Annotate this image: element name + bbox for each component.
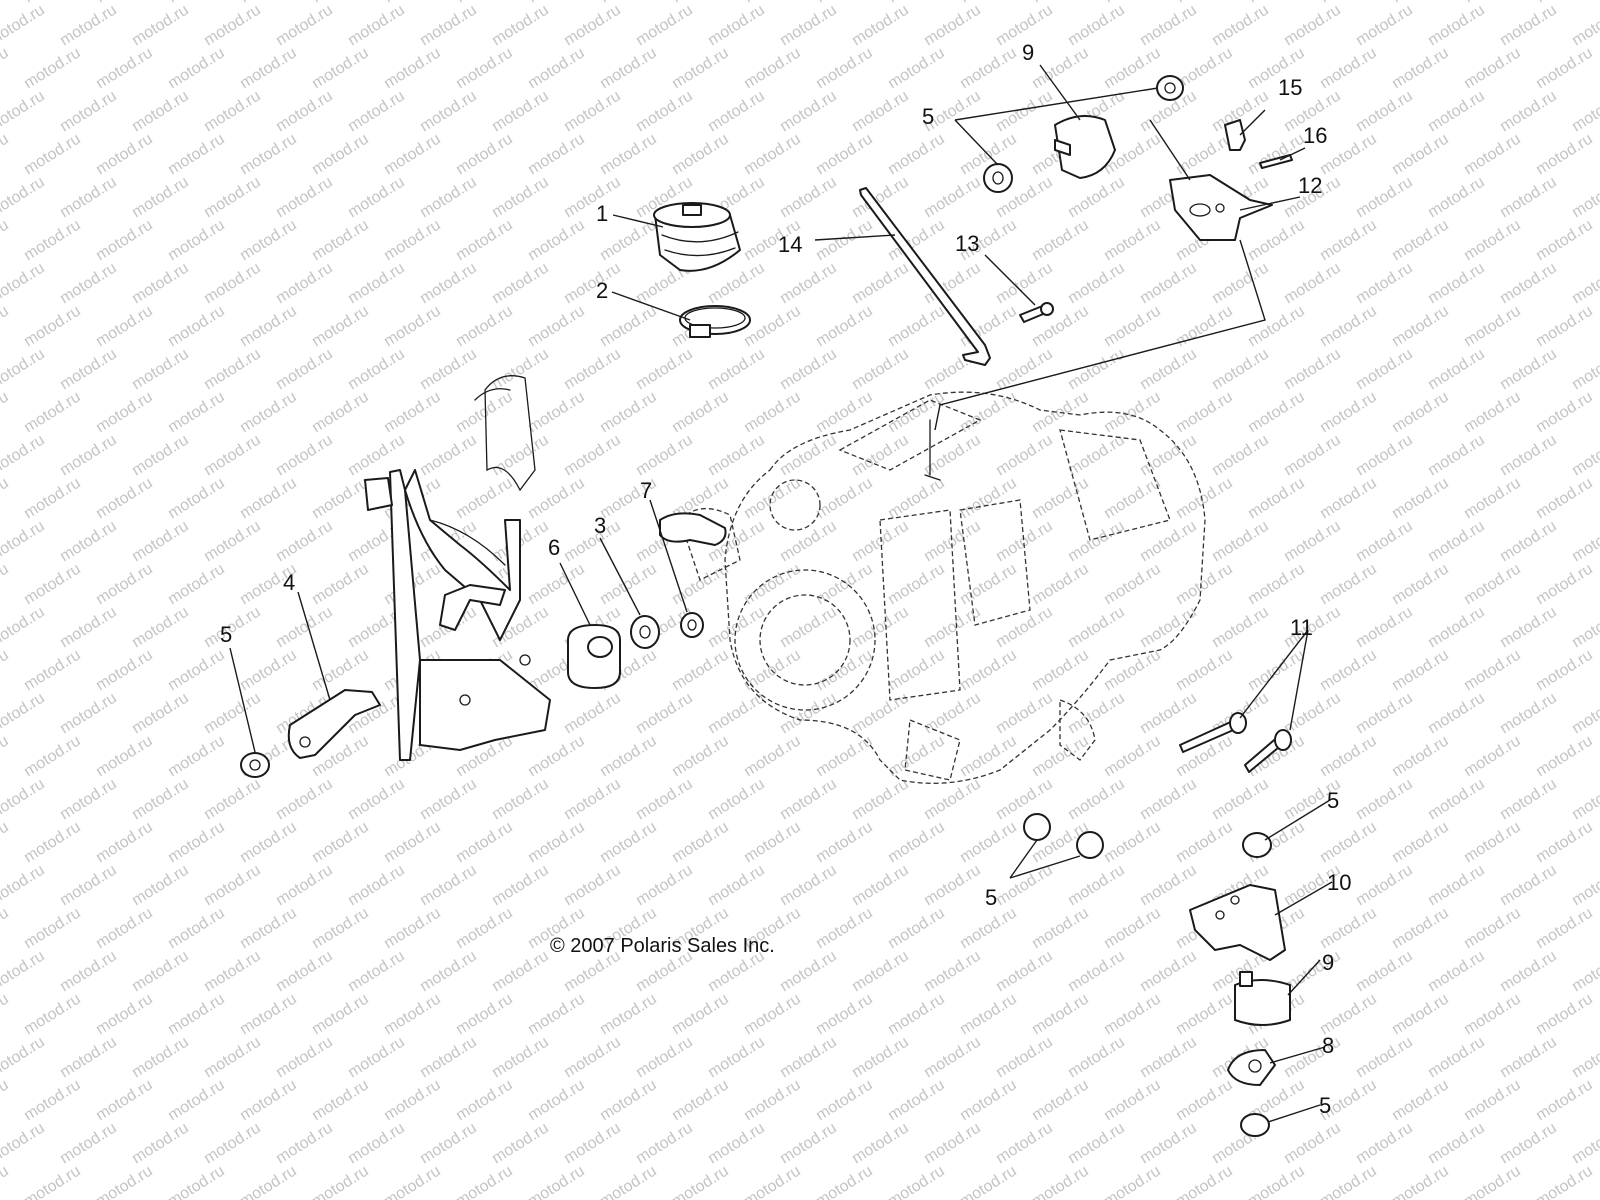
part-5-nut-bottom-center-a [1023,813,1051,841]
engine-intake-pipe [659,512,727,546]
part-2-hose-clamp [679,305,751,338]
engine-assembly [659,391,1206,784]
callout-15: 15 [1278,75,1302,100]
callout-11: 11 [1290,615,1313,640]
callout-13: 13 [955,231,979,256]
part-10-bracket [1189,884,1286,961]
copyright-notice: © 2007 Polaris Sales Inc. [550,935,775,957]
part-4-strap [287,689,381,759]
callout-5-top: 5 [922,104,934,129]
part-5-nut-top-center [983,163,1013,193]
part-1-intake-boot [653,202,741,272]
callout-9-top: 9 [1022,40,1034,65]
callout-4: 4 [283,570,295,595]
part-7-washer [680,612,704,638]
callout-7: 7 [640,478,652,503]
part-11-bolts [1179,712,1292,773]
part-15-bolt [1224,119,1246,151]
part-8-cup-washer [1227,1049,1276,1086]
part-5-nut-top-right [1156,75,1184,101]
callout-5-right-mid: 5 [1327,788,1339,813]
part-5-nut-bottom-center-b [1076,831,1104,859]
callout-5-bottom-center: 5 [985,885,997,910]
callout-2: 2 [596,278,608,303]
callout-6: 6 [548,535,560,560]
part-12-bracket [1169,174,1273,241]
part-5-nut-bottom-right [1240,1113,1270,1137]
callout-3: 3 [594,513,606,538]
part-13-bolt [1019,302,1054,323]
part-3-washer [630,615,660,649]
part-6-rubber-mount [567,624,621,689]
callout-5-bottom-right: 5 [1319,1093,1331,1118]
callout-12: 12 [1298,173,1322,198]
callout-16: 16 [1303,123,1327,148]
callout-8: 8 [1322,1033,1334,1058]
part-9-lower-rubber-mount [1234,971,1291,1026]
part-9-upper-rubber-mount [1054,115,1116,179]
part-5-nut-right-mid [1242,832,1272,858]
callout-5-left: 5 [220,622,232,647]
frame-section [364,375,551,761]
callout-14: 14 [778,232,802,257]
part-14-rod [859,187,991,366]
part-5-nut-left [240,752,270,778]
callout-9-bottom: 9 [1322,950,1334,975]
callout-1: 1 [596,201,608,226]
callout-10: 10 [1327,870,1351,895]
